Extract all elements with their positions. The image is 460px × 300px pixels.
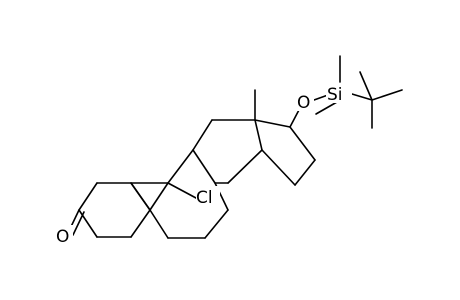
ketone-oxygen-mask [55,225,73,245]
bond-20 [254,119,263,151]
bond-31 [315,101,338,115]
bond-25 [294,159,316,186]
bond-16 [192,149,216,184]
bond-32 [351,93,373,101]
silicon-label: Si [327,85,343,105]
ether-oxygen-mask [296,91,314,111]
bond-35 [359,71,373,101]
ketone-oxygen-label: O [56,227,69,247]
bond-34 [371,89,403,101]
silicon-mask [326,83,352,103]
bond-10 [149,182,169,211]
bond-5 [78,182,98,211]
bond-24 [289,126,316,161]
bond-8 [130,182,151,211]
bond-28 [289,107,301,128]
bonds [67,55,403,239]
chloro-mask [196,186,220,206]
bond-12 [149,209,169,239]
chlorine-label: Cl [196,188,213,208]
bond-4 [78,209,98,238]
bond-17 [167,182,197,199]
bond-7 [72,211,85,236]
bond-18 [192,119,213,151]
bond-14 [204,209,229,239]
bond-29 [313,94,329,101]
bond-21 [227,149,263,184]
bond-23 [254,119,291,128]
ether-oxygen-label: O [297,93,310,113]
bond-11 [167,149,194,184]
bond-2 [130,209,151,238]
bond-26 [261,149,296,186]
